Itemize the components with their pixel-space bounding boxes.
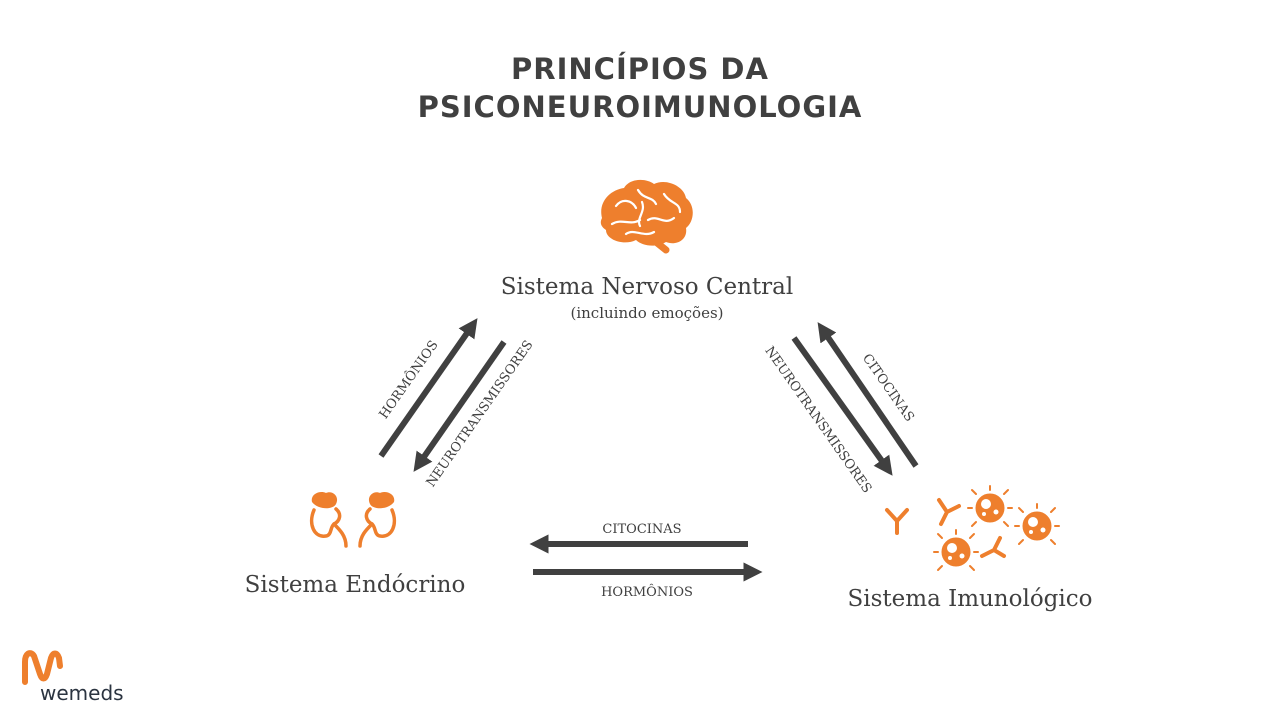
node-snc-label: Sistema Nervoso Central (500, 274, 794, 300)
title-line-2: PSICONEUROIMUNOLOGIA (417, 90, 863, 124)
arrow-right-up-label: CITOCINAS (859, 351, 917, 424)
node-endocrino: Sistema Endócrino (230, 572, 480, 598)
arrow-left-down (413, 340, 507, 472)
arrow-right-down (791, 336, 893, 476)
node-imunologico: Sistema Imunológico (840, 586, 1100, 612)
title-line-1: PRINCÍPIOS DA (511, 52, 769, 86)
page-title: PRINCÍPIOS DA PSICONEUROIMUNOLOGIA (0, 50, 1280, 126)
brain-icon (600, 179, 693, 254)
wemeds-logo: wemeds (22, 650, 124, 705)
immune-cells-antibodies-icon (885, 485, 1060, 571)
node-snc: Sistema Nervoso Central (incluindo emoçõ… (440, 274, 854, 322)
arrow-right-up (817, 322, 919, 468)
brand-name: wemeds (40, 681, 124, 705)
node-endocrino-label: Sistema Endócrino (244, 572, 466, 598)
kidneys-adrenal-icon (309, 492, 397, 548)
arrow-left-up (378, 318, 478, 458)
arrow-bottom-right-label: HORMÔNIOS (601, 583, 693, 600)
wemeds-mark-icon (22, 650, 63, 685)
node-imunologico-label: Sistema Imunológico (847, 586, 1093, 612)
arrow-left-down-label: NEUROTRANSMISSORES (424, 338, 537, 490)
arrow-bottom-left-label: CITOCINAS (602, 522, 681, 537)
node-snc-sublabel: (incluindo emoções) (570, 304, 724, 322)
